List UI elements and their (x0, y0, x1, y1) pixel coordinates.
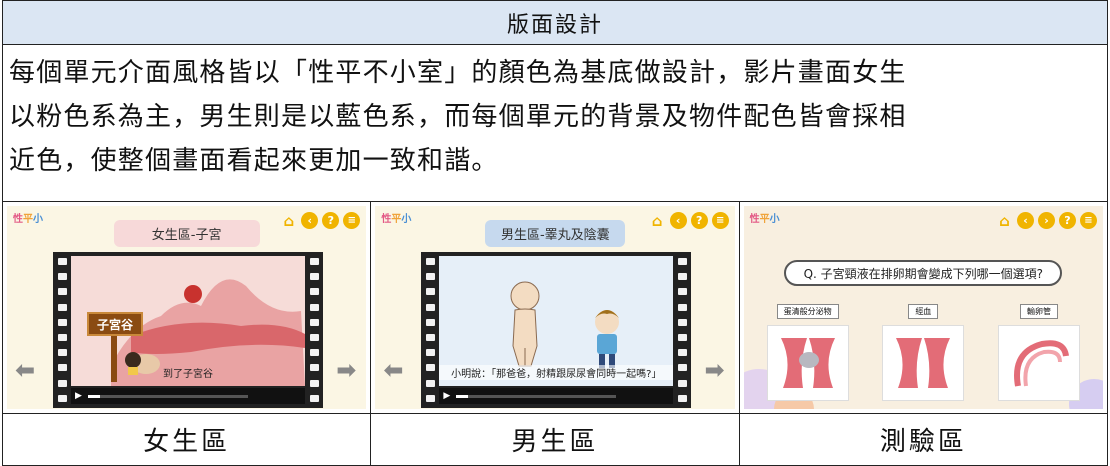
male-video-title: 男生區-睪丸及陰囊 (484, 220, 625, 247)
help-icon[interactable]: ? (1058, 212, 1076, 229)
prev-arrow-icon[interactable]: ⬅ (15, 356, 36, 384)
app-logo: 性平小 (749, 213, 780, 225)
play-icon[interactable]: ▶ (75, 391, 82, 401)
quiz-option-3[interactable]: 輸卵管 (995, 304, 1083, 401)
menu-icon[interactable]: ≡ (343, 212, 361, 229)
label-row: 女生區 男生區 測驗區 (3, 414, 1107, 465)
screenshot-row: 性平小 ⌂ ‹ ? ≡ 女生區-子宮 ⬅ ➡ (3, 202, 1107, 414)
back-icon[interactable]: ‹ (1016, 212, 1034, 229)
menu-icon[interactable]: ≡ (711, 212, 729, 229)
sign-post (111, 336, 117, 382)
option-card[interactable] (882, 325, 965, 401)
video-controls: ▶ (71, 388, 305, 404)
option-card[interactable] (997, 325, 1080, 401)
quiz-options: 蛋清般分泌物 經血 (764, 304, 1083, 401)
home-icon[interactable]: ⌂ (283, 211, 295, 230)
menstrual-blood-image (896, 338, 951, 388)
label-female-zone: 女生區 (143, 427, 231, 457)
next-arrow-icon[interactable]: ➡ (336, 356, 357, 384)
play-icon[interactable]: ▶ (443, 391, 451, 401)
video-controls: ▶ (439, 388, 674, 404)
back-icon[interactable]: ‹ (301, 212, 319, 229)
menu-icon[interactable]: ≡ (1079, 212, 1097, 229)
table-title: 版面設計 (3, 1, 1107, 45)
nav-buttons: ⌂ ‹ ? ≡ (280, 211, 361, 230)
home-icon[interactable]: ⌂ (651, 211, 663, 230)
back-icon[interactable]: ‹ (669, 212, 687, 229)
home-icon[interactable]: ⌂ (999, 211, 1010, 230)
female-video-title: 女生區-子宮 (113, 220, 260, 247)
description-line-3: 近色，使整個畫面看起來更加一致和諧。 (9, 146, 499, 176)
quiz-screenshot-cell: 性平小 ⌂ ‹ › ? ≡ Q. 子宮頸液在排卵期會變成下列哪一個選項? 蛋清般… (738, 202, 1107, 413)
app-logo: 性平小 (381, 213, 412, 225)
quiz-option-label: 經血 (908, 304, 939, 319)
female-subtitle: 到了子宮谷 (163, 369, 213, 380)
label-male-zone: 男生區 (370, 414, 738, 465)
quiz-option-1[interactable]: 蛋清般分泌物 (764, 304, 852, 401)
prev-arrow-icon[interactable]: ⬅ (383, 356, 404, 384)
uterus-valley-sign: 子宮谷 (87, 312, 143, 336)
video-player: 子宮谷 到了子宮谷 ▶ (53, 252, 323, 408)
nav-buttons: ⌂ ‹ ? ≡ (649, 211, 729, 230)
help-icon[interactable]: ? (690, 212, 708, 229)
progress-bar[interactable] (87, 394, 248, 398)
quiz-question: Q. 子宮頸液在排卵期會變成下列哪一個選項? (784, 260, 1063, 286)
quiz-screenshot: 性平小 ⌂ ‹ › ? ≡ Q. 子宮頸液在排卵期會變成下列哪一個選項? 蛋清般… (743, 206, 1103, 409)
mucus-image (780, 338, 835, 388)
quiz-option-2[interactable]: 經血 (879, 304, 967, 401)
video-player: 小明說：「那爸爸，射精跟尿尿會同時一起嗎?」 ▶ (421, 252, 692, 408)
uterus-valley-illustration (111, 279, 305, 386)
video-frame: 小明說：「那爸爸，射精跟尿尿會同時一起嗎?」 (439, 256, 674, 386)
nav-buttons: ⌂ ‹ › ? ≡ (996, 211, 1097, 230)
video-frame: 子宮谷 到了子宮谷 (71, 256, 305, 386)
app-logo: 性平小 (13, 213, 43, 225)
quiz-option-label: 輸卵管 (1019, 304, 1058, 319)
description: 每個單元介面風格皆以「性平不小室」的顏色為基底做設計，影片畫面女生 以粉色系為主… (3, 45, 1107, 202)
description-line-2: 以粉色系為主，男生則是以藍色系，而每個單元的背景及物件配色皆會採相 (9, 102, 907, 132)
description-line-1: 每個單元介面風格皆以「性平不小室」的顏色為基底做設計，影片畫面女生 (9, 58, 907, 88)
label-quiz-zone: 測驗區 (738, 414, 1107, 465)
fallopian-tube-image (1014, 340, 1069, 387)
option-card[interactable] (766, 325, 849, 401)
next-arrow-icon[interactable]: ➡ (704, 356, 725, 384)
help-icon[interactable]: ? (322, 212, 340, 229)
progress-bar[interactable] (456, 394, 617, 398)
male-screenshot-cell: 性平小 ⌂ ‹ ? ≡ 男生區-睪丸及陰囊 ⬅ ➡ (370, 202, 738, 413)
next-icon[interactable]: › (1037, 212, 1055, 229)
quiz-option-label: 蛋清般分泌物 (776, 304, 839, 319)
male-subtitle: 小明說：「那爸爸，射精跟尿尿會同時一起嗎?」 (439, 365, 674, 380)
female-screenshot-cell: 性平小 ⌂ ‹ ? ≡ 女生區-子宮 ⬅ ➡ (3, 202, 370, 413)
male-screenshot: 性平小 ⌂ ‹ ? ≡ 男生區-睪丸及陰囊 ⬅ ➡ (375, 206, 735, 409)
female-screenshot: 性平小 ⌂ ‹ ? ≡ 女生區-子宮 ⬅ ➡ (7, 206, 367, 409)
